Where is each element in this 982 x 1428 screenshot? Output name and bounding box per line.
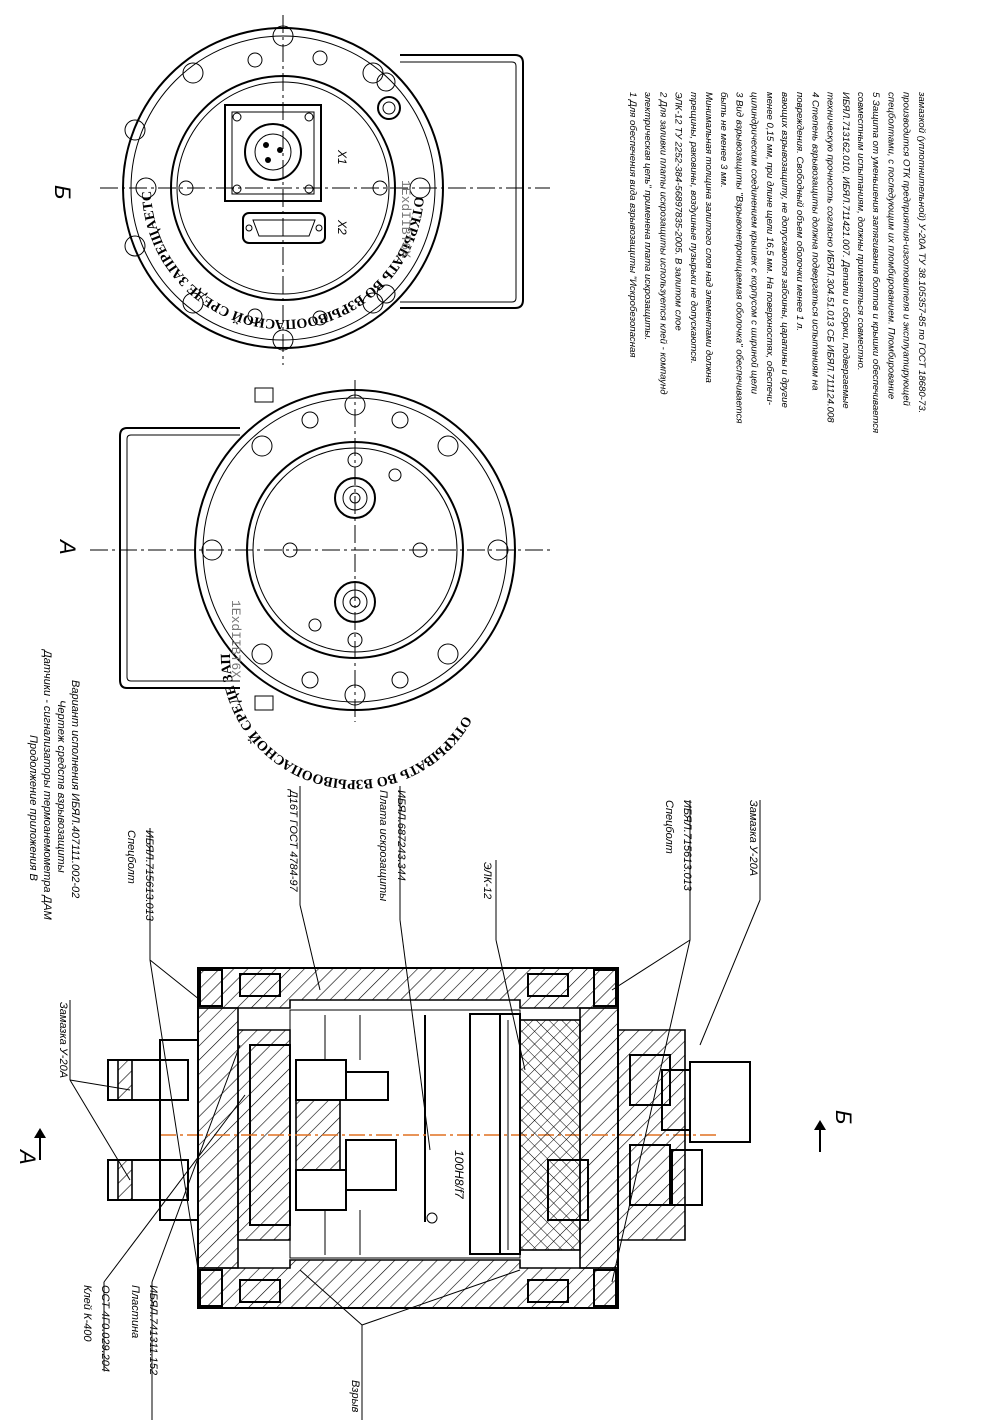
appendix-line-1: Продолжение приложения В bbox=[27, 735, 39, 881]
connector-x1-label: Х1 bbox=[335, 149, 349, 165]
callout-plastina-name: Пластина bbox=[129, 1285, 141, 1338]
section-b-label: Б bbox=[831, 1110, 856, 1124]
notes-block: 1 Для обеспечения вида взрывозащиты "Иск… bbox=[627, 91, 927, 433]
appendix-header: Продолжение приложения В Датчики - сигна… bbox=[27, 648, 81, 921]
callout-specbolt-left-code: ИБЯЛ.715613.013 bbox=[143, 830, 155, 922]
note-line: ЭЛК-12 ТУ 2252-384-56897835-2005. В зали… bbox=[673, 92, 684, 331]
note-line: повреждения. Свободный объем оболочки ме… bbox=[794, 92, 805, 331]
callout-zamazka-right: Замазка У-20А bbox=[747, 800, 759, 876]
callout-vzryv: Взрыв bbox=[349, 1380, 361, 1413]
note-line: замазкой (уплотнительной) У-20А ТУ 38.10… bbox=[916, 91, 927, 413]
callout-specbolt-left-name: Спецболт bbox=[125, 830, 137, 884]
view-a-marking: 1ExdIIBT6X bbox=[228, 600, 243, 678]
note-line: цилиндрическим соединением крышек с корп… bbox=[749, 92, 760, 395]
callout-specbolt-right-name: Спецболт bbox=[663, 800, 675, 854]
connector-x2-label: Х2 bbox=[335, 219, 349, 235]
view-b: ОТКРЫВАТЬ ВО ВЗРЫВООПАСНОЙ СРЕДЕ ЗАПРЕЩА… bbox=[0, 0, 550, 365]
view-a: ОТКРЫВАТЬ ВО ВЗРЫВООПАСНОЙ СРЕДЕ ЗАПРЕЩА… bbox=[0, 0, 550, 791]
note-line: техническую прочность согласно ИБЯЛ.304.… bbox=[825, 92, 836, 423]
fit-label: 100Н8/f7 bbox=[452, 1150, 466, 1200]
view-b-label: Б bbox=[50, 185, 75, 199]
callouts: Спецболт ИБЯЛ.715613.013 Д16Т ГОСТ 4784-… bbox=[57, 786, 761, 1420]
note-line: электрическая цепь" применена плата искр… bbox=[642, 92, 653, 340]
note-line: 2 Для заливки платы искрозащиты использу… bbox=[657, 91, 668, 395]
note-line: производится ОТК предприятия-изготовител… bbox=[901, 92, 912, 407]
callout-specbolt-right-code: ИБЯЛ.715613.013 bbox=[681, 800, 693, 892]
callout-zamazka-left: Замазка У-20А bbox=[57, 1002, 69, 1078]
appendix-line-2: Датчики - сигнализаторы термоанемометра … bbox=[41, 648, 53, 921]
callout-klei-name: Клей К-400 bbox=[81, 1285, 93, 1342]
callout-klei-code: ОСТ 4Г0.029.204 bbox=[99, 1285, 111, 1372]
section-a-label: А bbox=[15, 1148, 40, 1165]
note-line: совместным испытаниям, должны применятьс… bbox=[855, 92, 866, 371]
note-line: менее 0,15 мм, при длине щели 16,5 мм. Н… bbox=[764, 92, 775, 405]
note-line: спецболтами, с последующим их пломбирова… bbox=[885, 92, 896, 399]
note-line: Минимальная толщина залитого слоя над эл… bbox=[703, 92, 714, 383]
note-line: быть не менее 3 мм. bbox=[718, 92, 729, 188]
note-line: 5 Защита от уменьшения затягивания болто… bbox=[870, 92, 881, 433]
appendix-line-3: Чертеж средств взрывозащиты bbox=[55, 700, 67, 873]
callout-plata-code: ИБЯЛ.687243.344 bbox=[395, 790, 407, 881]
callout-plastina-code: ИБЯЛ.741311.152 bbox=[147, 1285, 159, 1375]
note-line: вающих взрывозащиту, не допускаются забо… bbox=[779, 92, 790, 408]
note-line: 1 Для обеспечения вида взрывозащиты "Иск… bbox=[627, 92, 638, 357]
note-line: 3 Вид взрывозащиты "Взрывонепроницаемая … bbox=[733, 92, 744, 424]
note-line: ИБЯЛ.713162.010, ИБЯЛ.711421.007. Детали… bbox=[840, 92, 851, 409]
view-a-label: А bbox=[55, 538, 80, 555]
callout-plata-name: Плата искрозащиты bbox=[377, 790, 389, 901]
view-b-marking: 1ExdIIBT6X bbox=[398, 180, 413, 258]
note-line: 4 Степень взрывозащиты должна подвергать… bbox=[809, 92, 820, 390]
callout-d16t: Д16Т ГОСТ 4784-97 bbox=[287, 788, 299, 893]
section-view: 100Н8/f7 А Б bbox=[15, 967, 856, 1309]
appendix-line-4: Вариант исполнения ИБЯЛ.407111.002-02 bbox=[69, 680, 81, 898]
callout-elk: ЭЛК-12 bbox=[481, 862, 493, 899]
note-line: трещины, раковины, воздушные пузырьки не… bbox=[688, 92, 699, 364]
